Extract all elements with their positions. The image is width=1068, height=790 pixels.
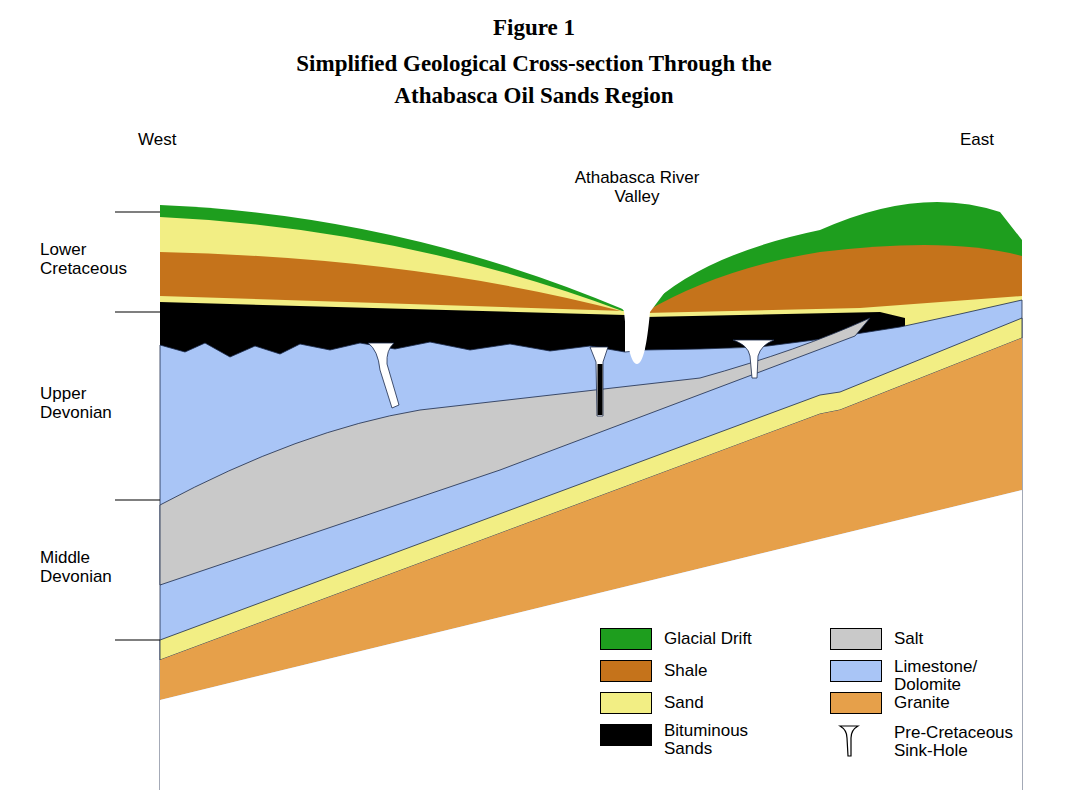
sink-hole <box>368 343 399 408</box>
legend-swatch <box>830 628 882 650</box>
legend-swatch <box>600 628 652 650</box>
direction-label: East <box>960 130 1020 149</box>
legend-text: Shale <box>664 662 774 680</box>
legend-swatch <box>600 660 652 682</box>
legend-text: Limestone/ Dolomite <box>894 658 990 694</box>
figure-subtitle: Simplified Geological Cross-section Thro… <box>294 48 774 112</box>
ground-below <box>160 490 1022 790</box>
legend-text: Pre-Cretaceous Sink-Hole <box>894 724 1024 760</box>
legend-text: Sand <box>664 694 774 712</box>
legend-swatch <box>830 660 882 682</box>
direction-label: West <box>138 130 198 149</box>
river-valley <box>605 288 668 364</box>
legend-text: Glacial Drift <box>664 630 774 648</box>
sink-hole <box>590 347 608 416</box>
legend-text: Bituminous Sands <box>664 722 760 758</box>
period-label: Middle Devonian <box>40 548 152 586</box>
legend-text: Granite <box>894 694 1014 712</box>
period-label: Lower Cretaceous <box>40 240 152 278</box>
legend-swatch <box>600 724 652 746</box>
limestone <box>160 300 1022 790</box>
legend-text: Salt <box>894 630 1014 648</box>
sink-hole-fill <box>598 364 603 415</box>
sink-hole-symbol <box>838 724 860 758</box>
period-label: Upper Devonian <box>40 384 152 422</box>
figure-title: Figure 1 <box>234 12 834 44</box>
legend-swatch <box>600 692 652 714</box>
sink-hole <box>733 340 774 378</box>
legend-swatch <box>830 692 882 714</box>
valley-label: Athabasca River Valley <box>560 168 714 206</box>
